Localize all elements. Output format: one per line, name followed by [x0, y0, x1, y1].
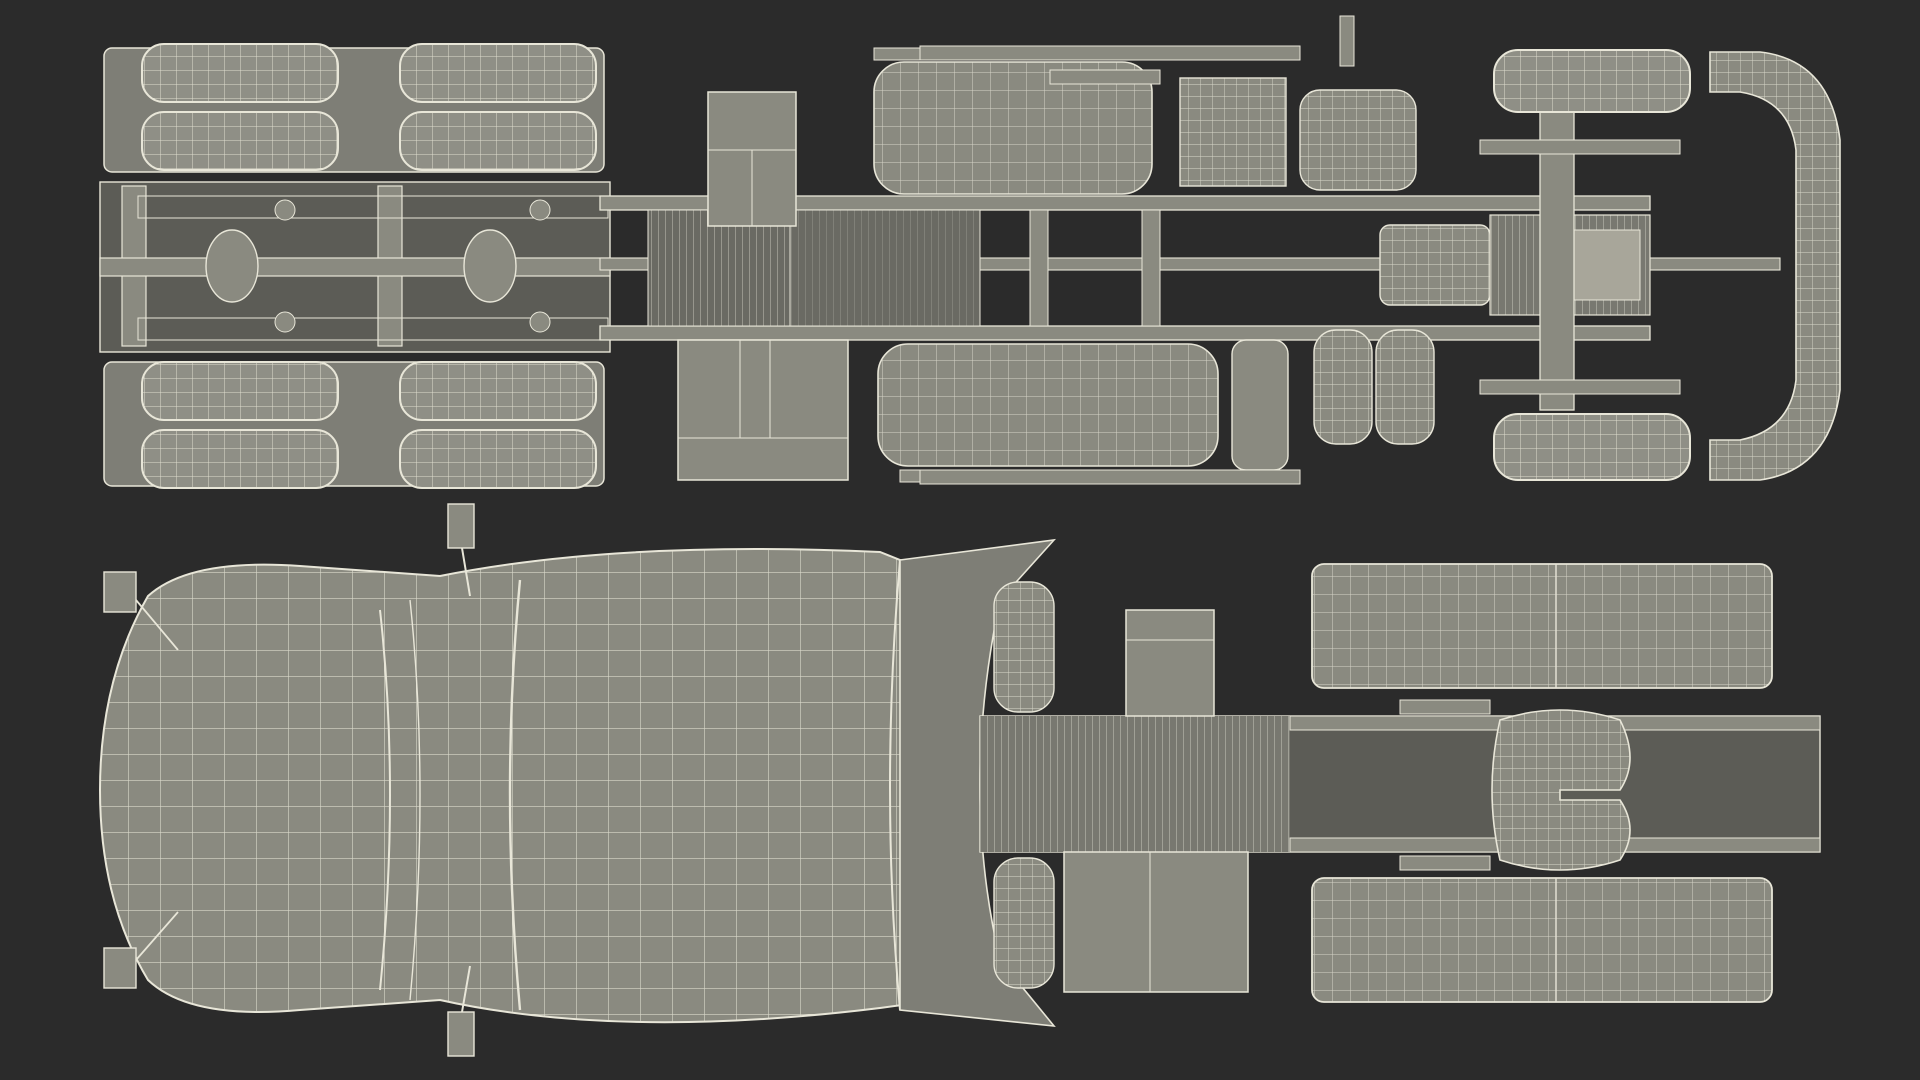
cab-body: [98, 548, 961, 1024]
front-tire-top: [1493, 49, 1691, 113]
battery-box: [707, 91, 797, 227]
front-tire-bottom: [1493, 413, 1691, 481]
chassis-underside-view: [99, 15, 1841, 489]
cab-view-step-box: [1063, 851, 1249, 993]
cab-view-air-tanks: [993, 581, 1055, 989]
step-box: [677, 339, 849, 481]
lower-air-tanks: [1231, 329, 1435, 471]
rear-differential-1: [205, 229, 259, 303]
mount-bracket: [1339, 15, 1355, 67]
side-mirrors: [103, 503, 475, 1057]
frame-rails: [599, 195, 1781, 341]
rear-axle-assembly: [99, 181, 611, 353]
cab-view-rear-tires-bottom: [1311, 877, 1773, 1003]
cab-view-rear-tires-top: [1311, 563, 1773, 689]
rear-frame: [979, 699, 1821, 871]
engine-transmission: [1379, 214, 1651, 316]
mirror-front-lower: [103, 947, 137, 989]
rear-differential-2: [463, 229, 517, 303]
mirror-left-upper: [447, 503, 475, 549]
cab-top-view: [98, 503, 1821, 1057]
front-axle: [1479, 109, 1681, 411]
side-skirt-lower: [919, 469, 1301, 485]
fuel-tank-lower: [877, 343, 1241, 483]
upper-components: [919, 45, 1417, 191]
fifth-wheel: [1491, 709, 1631, 871]
front-bumper: [1709, 51, 1841, 481]
mirror-front-upper: [103, 571, 137, 613]
mirror-left-lower: [447, 1011, 475, 1057]
rear-tires: [141, 43, 597, 489]
cab-view-battery-box: [1125, 609, 1215, 717]
